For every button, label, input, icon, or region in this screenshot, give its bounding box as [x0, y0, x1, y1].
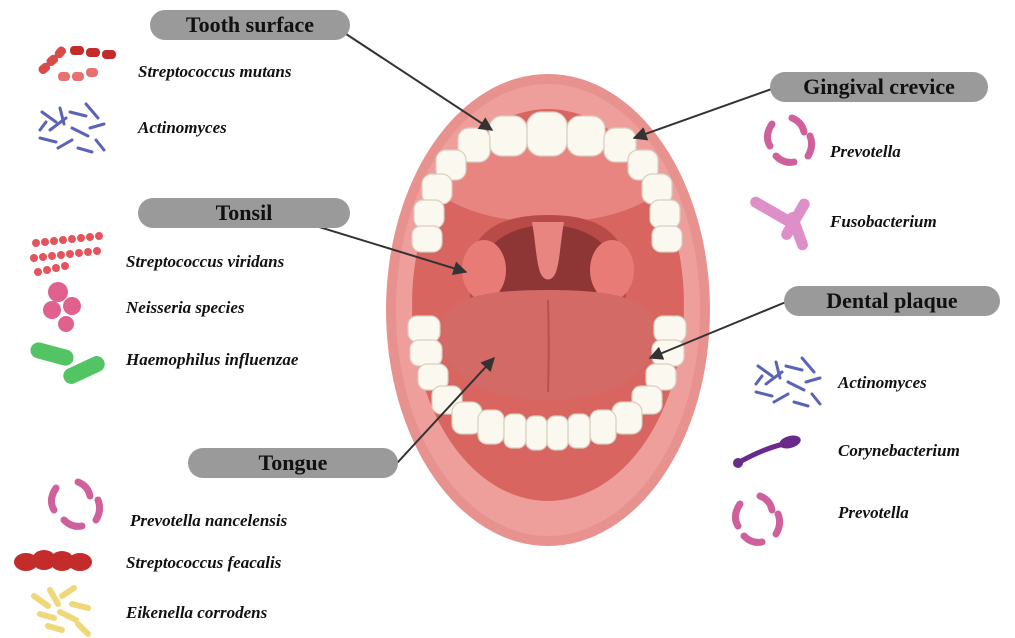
organism-label: Actinomyces	[838, 373, 927, 393]
arrow-tooth-surface	[340, 30, 492, 130]
site-label-tongue: Tongue	[188, 448, 398, 478]
organism-label: Streptococcus mutans	[138, 62, 292, 82]
organism-label: Prevotella nancelensis	[130, 511, 287, 531]
yellow-rod-cluster-icon	[34, 588, 88, 634]
pink-cocci-chain-icon	[30, 232, 103, 276]
organism-label: Prevotella	[830, 142, 901, 162]
organism-label: Actinomyces	[138, 118, 227, 138]
site-label-gingival-crevice: Gingival crevice	[770, 72, 988, 102]
arrow-gingival-crevice	[634, 86, 780, 138]
red-chain-bacteria-icon	[37, 45, 116, 81]
green-rod-icon	[29, 341, 108, 387]
tonsil-left	[462, 240, 506, 300]
organism-label: Fusobacterium	[830, 212, 937, 232]
blue-rod-cluster-icon	[40, 104, 104, 152]
organism-label: Streptococcus viridans	[126, 252, 284, 272]
organism-label: Prevotella	[838, 503, 909, 523]
pink-curved-rod-icon	[51, 482, 99, 526]
site-label-dental-plaque: Dental plaque	[784, 286, 1000, 316]
tongue	[440, 290, 656, 400]
organism-label: Streptococcus feacalis	[126, 553, 281, 573]
site-label-tonsil: Tonsil	[138, 198, 350, 228]
organism-label: Haemophilus influenzae	[126, 350, 298, 370]
site-label-tooth-surface: Tooth surface	[150, 10, 350, 40]
red-cocci-chain-icon	[14, 550, 92, 571]
purple-club-rod-icon	[733, 433, 802, 468]
pink-diplococci-icon	[43, 282, 81, 332]
pink-curved-rod-icon	[767, 118, 811, 162]
organism-label: Neisseria species	[126, 298, 245, 318]
pink-fusiform-rod-icon	[748, 195, 811, 252]
organism-label: Eikenella corrodens	[126, 603, 267, 623]
pink-curved-rod-icon	[735, 496, 779, 542]
organism-label: Corynebacterium	[838, 441, 960, 461]
blue-rod-cluster-icon	[756, 358, 820, 406]
tonsil-right	[590, 240, 634, 300]
